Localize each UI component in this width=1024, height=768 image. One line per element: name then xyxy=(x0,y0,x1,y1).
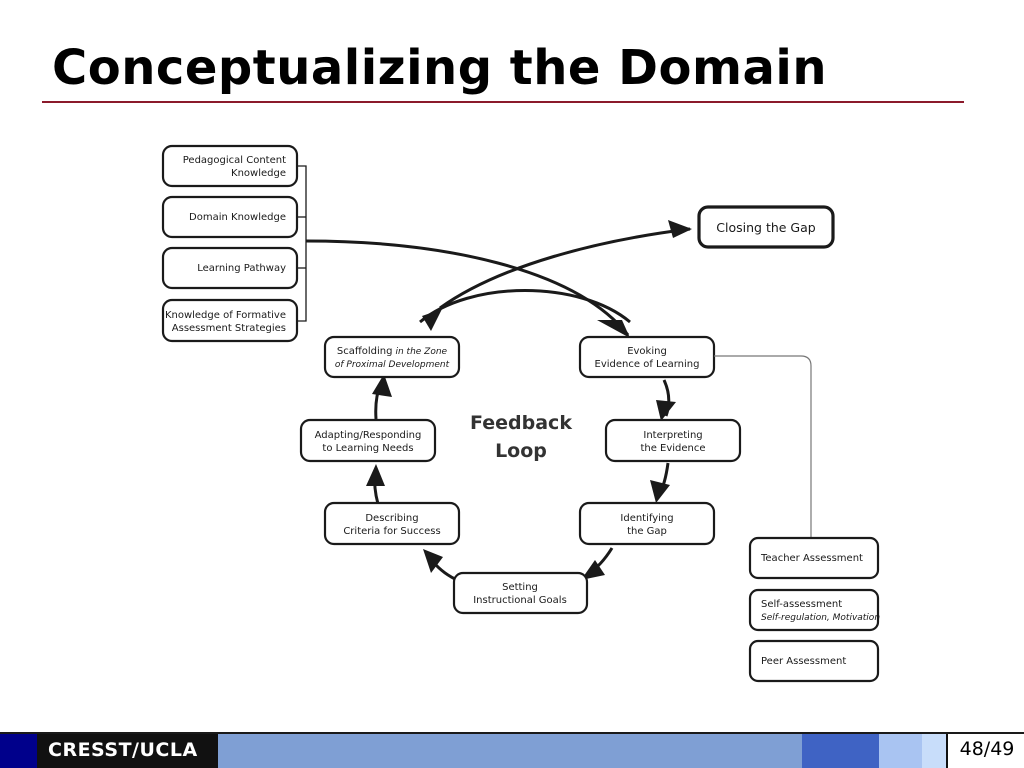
describing-criteria-box: Describing Criteria for Success xyxy=(323,501,461,546)
describing-label-2: Criteria for Success xyxy=(343,526,440,537)
closing-gap-arrowhead xyxy=(668,220,692,238)
scaffolding-label-2: of Proximal Development xyxy=(335,360,450,370)
peer-assessment-box: Peer Assessment xyxy=(748,639,880,683)
slide-footer: CRESST/UCLA 48/49 xyxy=(0,732,1024,768)
feedback-loop-title-2: Loop xyxy=(495,440,547,462)
adapting-responding-box: Adapting/Responding to Learning Needs xyxy=(299,418,437,463)
knowledge-bracket xyxy=(297,165,307,322)
setting-label-2: Instructional Goals xyxy=(473,595,567,606)
peer-assessment-label: Peer Assessment xyxy=(761,656,846,667)
formative-strategies-box: Knowledge of Formative Assessment Strate… xyxy=(161,298,299,343)
footer-segment-mid-blue xyxy=(218,734,802,768)
interpreting-label-2: the Evidence xyxy=(640,443,705,454)
teacher-assessment-label: Teacher Assessment xyxy=(760,553,863,564)
self-assessment-box: Self-assessment Self-regulation, Motivat… xyxy=(748,588,880,632)
describing-label-1: Describing xyxy=(365,513,418,524)
learning-pathway-label: Learning Pathway xyxy=(197,263,286,274)
footer-org-label: CRESST/UCLA xyxy=(48,739,198,761)
interpreting-evidence-box: Interpreting the Evidence xyxy=(604,418,742,463)
footer-segment-royal-blue xyxy=(802,734,879,768)
identifying-gap-box: Identifying the Gap xyxy=(578,501,716,546)
scaffolding-word: Scaffolding xyxy=(337,346,393,357)
footer-segment-dark-blue xyxy=(0,734,37,768)
loop-arrows xyxy=(366,289,676,581)
footer-segment-pale-blue xyxy=(922,734,946,768)
footer-separator xyxy=(946,734,948,768)
evoking-label-1: Evoking xyxy=(627,346,667,357)
evoking-to-assessment-connector xyxy=(714,355,812,538)
feedback-loop-diagram: Pedagogical Content Knowledge Domain Kno… xyxy=(161,144,880,683)
domain-knowledge-label: Domain Knowledge xyxy=(189,212,286,223)
adapting-label-1: Adapting/Responding xyxy=(315,430,422,441)
formative-label-2: Assessment Strategies xyxy=(172,323,286,334)
knowledge-to-evoking-arrow xyxy=(305,239,630,336)
slide-title: Conceptualizing the Domain xyxy=(52,40,828,96)
evoking-label-2: Evidence of Learning xyxy=(595,359,700,370)
identifying-label-1: Identifying xyxy=(620,513,673,524)
pck-label-2: Knowledge xyxy=(231,168,286,179)
loop-to-closing-gap-arrow xyxy=(439,227,691,310)
setting-goals-box: Setting Instructional Goals xyxy=(452,571,589,615)
feedback-loop-title-1: Feedback xyxy=(470,412,572,434)
closing-the-gap-box: Closing the Gap xyxy=(697,205,835,249)
learning-pathway-box: Learning Pathway xyxy=(161,246,299,290)
self-assessment-sub: Self-regulation, Motivation xyxy=(761,613,880,623)
identifying-label-2: the Gap xyxy=(627,526,667,537)
pck-label-1: Pedagogical Content xyxy=(183,155,286,166)
closing-the-gap-label: Closing the Gap xyxy=(716,220,815,235)
adapting-label-2: to Learning Needs xyxy=(322,443,413,454)
domain-knowledge-box: Domain Knowledge xyxy=(161,195,299,239)
evoking-evidence-box: Evoking Evidence of Learning xyxy=(578,335,716,379)
footer-segment-black xyxy=(37,734,218,768)
scaffolding-zone-italic: in the Zone xyxy=(395,347,447,357)
setting-label-1: Setting xyxy=(502,582,538,593)
formative-label-1: Knowledge of Formative xyxy=(165,310,286,321)
interpreting-label-1: Interpreting xyxy=(643,430,702,441)
knowledge-to-evoking-arrowhead xyxy=(597,320,630,338)
self-assessment-label: Self-assessment xyxy=(761,599,842,610)
footer-segment-light-blue xyxy=(879,734,922,768)
pck-box: Pedagogical Content Knowledge xyxy=(161,144,299,188)
page-number: 48/49 xyxy=(959,738,1015,760)
title-divider xyxy=(42,101,964,103)
teacher-assessment-box: Teacher Assessment xyxy=(748,536,880,580)
